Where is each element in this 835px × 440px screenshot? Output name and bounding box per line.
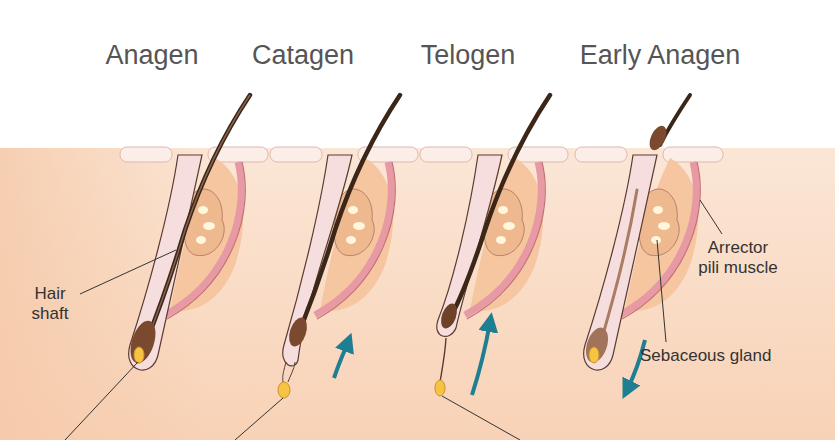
catagen-follicle [270,95,418,398]
skin-shade [0,148,835,440]
anagen-follicle [120,95,268,370]
telogen-follicle [420,95,568,396]
leader-lines [65,200,722,440]
skin [0,148,835,440]
phase-title: Anagen [57,40,247,71]
phase-title: Early Anagen [565,40,755,71]
part-label: Hair shaft [22,284,78,323]
phase-title: Catagen [208,40,398,71]
phase-title: Telogen [373,40,563,71]
part-label: Arrector pili muscle [696,238,780,277]
early-anagen-follicle [575,95,723,390]
part-label: Sebaceous gland [640,346,771,366]
